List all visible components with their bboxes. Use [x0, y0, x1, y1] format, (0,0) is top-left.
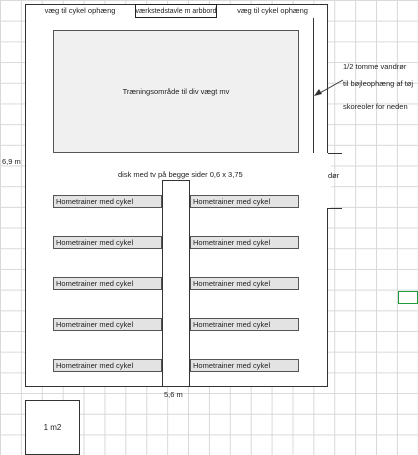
selected-cell[interactable]	[398, 291, 418, 304]
hometrainer-left-4: Hometrainer med cykel	[53, 318, 162, 331]
pipe-note-line2: til bøjleophæng af tøj	[343, 79, 414, 88]
pipe-arrow	[314, 79, 344, 96]
pipe-line	[313, 18, 314, 153]
door-gap	[326, 153, 331, 208]
door-mark-top	[328, 153, 342, 154]
workbench-label: værkstedstavle m arbbord	[135, 4, 217, 18]
shoe-shelves-label: skoreoler for neden	[343, 102, 408, 111]
hometrainer-right-2: Hometrainer med cykel	[190, 236, 299, 249]
hometrainer-left-2: Hometrainer med cykel	[53, 236, 162, 249]
door-mark-bottom	[328, 208, 342, 209]
hometrainer-left-3: Hometrainer med cykel	[53, 277, 162, 290]
one-square-meter-box: 1 m2	[25, 400, 80, 455]
hometrainer-right-1: Hometrainer med cykel	[190, 195, 299, 208]
hometrainer-right-4: Hometrainer med cykel	[190, 318, 299, 331]
training-area-label: Træningsområde til div vægt mv	[122, 86, 230, 96]
door-label: dør	[328, 171, 340, 180]
height-dimension: 6,9 m	[2, 157, 21, 166]
one-square-meter-label: 1 m2	[43, 422, 62, 432]
hometrainer-right-5: Hometrainer med cykel	[190, 359, 299, 372]
wall-label-left: væg til cykel ophæng	[44, 6, 116, 16]
desk-label: disk med tv på begge sider 0,6 x 3,75	[118, 170, 243, 179]
pipe-note-line1: 1/2 tomme vandrør	[343, 62, 407, 71]
width-dimension: 5,6 m	[164, 390, 183, 399]
training-area: Træningsområde til div vægt mv	[53, 30, 299, 153]
hometrainer-left-1: Hometrainer med cykel	[53, 195, 162, 208]
hometrainer-right-3: Hometrainer med cykel	[190, 277, 299, 290]
wall-label-right: væg til cykel ophæng	[237, 6, 308, 16]
desk	[162, 180, 190, 387]
hometrainer-left-5: Hometrainer med cykel	[53, 359, 162, 372]
